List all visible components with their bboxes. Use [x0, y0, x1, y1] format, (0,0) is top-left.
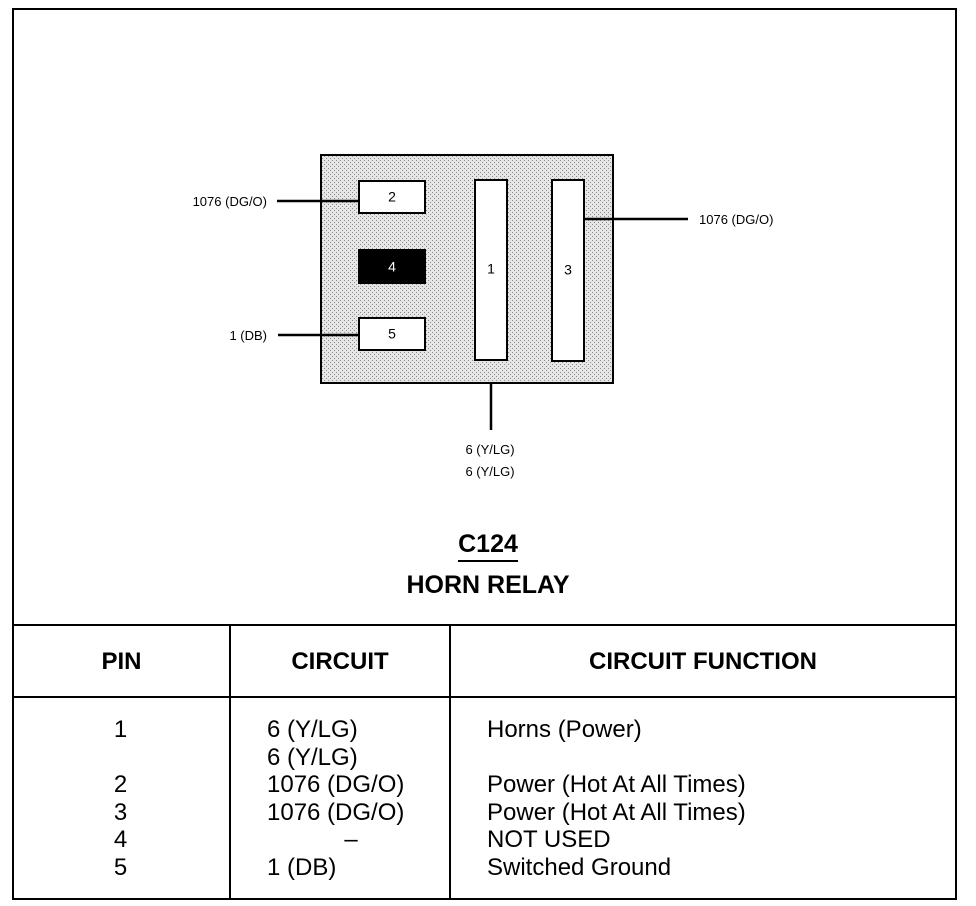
- diagram-frame: [12, 8, 957, 900]
- table-cell-function: Switched Ground: [487, 853, 672, 881]
- pin-1-wire-label-1: 6 (Y/LG): [465, 442, 514, 457]
- pin-2-number: 2: [388, 189, 396, 205]
- table-cell-circuit: 1 (DB): [267, 853, 337, 881]
- table-cell-circuit: 1076 (DG/O): [267, 798, 405, 826]
- pin-3-wire-label: 1076 (DG/O): [699, 212, 773, 227]
- header-pin: PIN: [101, 648, 142, 675]
- connector-id: C124: [0, 530, 976, 562]
- connector-name: HORN RELAY: [406, 571, 570, 599]
- pin-3-terminal: [551, 179, 585, 362]
- pin-4-terminal: [358, 249, 426, 284]
- pin-2-wire-label: 1076 (DG/O): [193, 194, 267, 209]
- header-divider: [14, 696, 955, 698]
- pin-5-terminal: [358, 317, 426, 351]
- pin-1-wire-label-2: 6 (Y/LG): [465, 464, 514, 479]
- pin-5-number: 5: [388, 326, 396, 342]
- pin-3-number: 3: [564, 262, 572, 278]
- column-divider: [229, 626, 231, 898]
- table-cell-function: Power (Hot At All Times): [487, 771, 746, 798]
- table-cell-pin: 2: [113, 771, 128, 798]
- connector-id-text: C124: [458, 530, 518, 562]
- pin-1-terminal: [474, 179, 508, 361]
- table-cell-circuit: 1076 (DG/O): [267, 771, 405, 798]
- pin-5-wire-label: 1 (DB): [229, 328, 267, 343]
- table-cell-circuit: 6 (Y/LG): [267, 716, 358, 743]
- table-cell-pin: 5: [113, 853, 128, 881]
- table-cell-function: Power (Hot At All Times): [487, 798, 746, 826]
- pin-table: PIN CIRCUIT CIRCUIT FUNCTION 1 6 (Y/LG) …: [14, 624, 955, 898]
- pin-2-terminal: [358, 180, 426, 214]
- table-cell-circuit: –: [344, 826, 358, 853]
- pin-4-number: 4: [388, 259, 396, 275]
- table-cell-function: Horns (Power): [487, 716, 642, 743]
- table-cell-pin: 4: [113, 826, 128, 853]
- column-divider: [449, 626, 451, 898]
- pin-1-number: 1: [487, 261, 495, 277]
- table-cell-function: NOT USED: [487, 826, 611, 853]
- header-circuit: CIRCUIT: [291, 648, 389, 675]
- table-cell-pin: 3: [113, 798, 128, 826]
- header-circuit-function: CIRCUIT FUNCTION: [589, 648, 817, 675]
- table-cell-pin: 1: [113, 716, 128, 743]
- table-cell-circuit: 6 (Y/LG): [267, 743, 358, 771]
